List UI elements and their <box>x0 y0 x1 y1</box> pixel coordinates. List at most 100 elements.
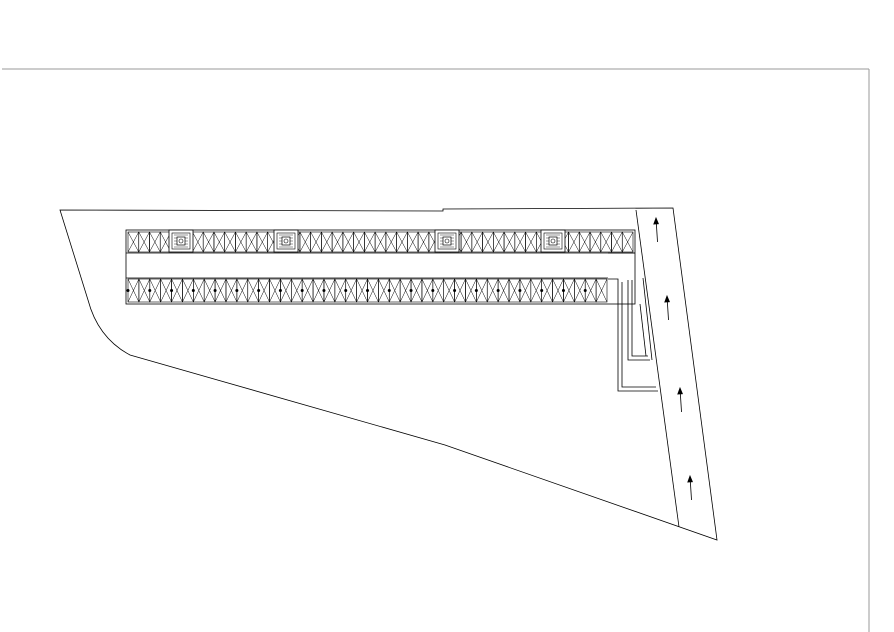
upper-row-space <box>600 231 612 253</box>
building-outline <box>125 229 636 305</box>
lower-row-space <box>182 278 194 303</box>
column-marker <box>322 288 326 292</box>
upper-row-space <box>321 231 333 253</box>
column-marker <box>148 288 152 292</box>
upper-row-space <box>342 231 354 253</box>
column-marker <box>431 288 435 292</box>
upper-row-space <box>310 231 322 253</box>
drawing-frame <box>2 68 870 632</box>
column-marker <box>235 288 239 292</box>
lower-row-space <box>454 278 466 303</box>
upper-row-space <box>374 231 387 253</box>
upper-row-space <box>385 231 397 253</box>
lower-row-space <box>378 278 390 303</box>
lower-row-space <box>225 278 238 303</box>
column-marker <box>453 288 457 292</box>
lower-row-space <box>247 278 259 303</box>
upper-row-space <box>514 231 526 253</box>
upper-row-space <box>245 231 258 253</box>
upper-row-space <box>331 231 344 253</box>
column-marker <box>191 288 195 292</box>
stair-core <box>540 229 566 253</box>
lower-row-space <box>519 278 532 303</box>
column-marker <box>257 288 261 292</box>
lower-row-space <box>432 278 445 303</box>
lower-row-space <box>127 278 140 303</box>
site-boundary-outline <box>59 207 718 541</box>
upper-row-space <box>482 231 494 253</box>
upper-row-space <box>213 231 226 253</box>
upper-row-space <box>353 231 365 253</box>
lower-row-space <box>345 278 357 303</box>
lower-row-space <box>465 278 477 303</box>
upper-row-space <box>611 231 623 253</box>
column-marker <box>496 288 500 292</box>
lower-row-space <box>356 278 368 303</box>
lower-row-space <box>552 278 564 303</box>
upper-row-space <box>589 231 602 253</box>
column-marker <box>540 288 544 292</box>
lower-row-space <box>563 278 575 303</box>
upper-row-space <box>202 231 215 253</box>
stair-core <box>273 229 299 253</box>
upper-row-space <box>235 231 247 253</box>
column-marker <box>170 288 174 292</box>
column-marker <box>409 288 413 292</box>
direction-arrow-icon <box>687 474 693 501</box>
site-boundary <box>59 207 718 541</box>
lower-row-space <box>323 278 336 303</box>
column-marker <box>518 288 522 292</box>
stair-core <box>434 229 460 253</box>
direction-arrow-icon <box>677 386 683 413</box>
lower-row-space <box>367 278 379 303</box>
lower-row-space <box>171 278 183 303</box>
road-inner-edge <box>635 209 680 528</box>
column-marker <box>344 288 348 292</box>
upper-row-space <box>471 231 483 253</box>
upper-row-space <box>568 231 580 253</box>
lower-row-space <box>334 278 347 303</box>
lower-row-space <box>421 278 434 303</box>
ramp-outer <box>608 278 658 392</box>
lower-row-space <box>138 278 151 303</box>
lower-row-space <box>258 278 270 303</box>
upper-row-space <box>364 231 376 253</box>
lower-row-space <box>203 278 216 303</box>
stair-cores <box>168 229 566 253</box>
lower-row-space <box>584 278 597 303</box>
road-arrows <box>653 216 693 501</box>
upper-row-space <box>149 231 161 253</box>
lower-row-space <box>595 278 608 303</box>
column-marker <box>213 288 217 292</box>
column-marker <box>387 288 391 292</box>
column-marker <box>126 288 130 292</box>
upper-row-space <box>299 231 311 253</box>
lower-row-space <box>236 278 249 303</box>
lower-row-space <box>388 278 401 303</box>
column-marker <box>474 288 478 292</box>
ramp-side <box>639 303 647 357</box>
lower-row-space <box>443 278 455 303</box>
column-marker <box>365 288 369 292</box>
column-marker <box>278 288 282 292</box>
lower-row-space <box>193 278 205 303</box>
ramp-lane-b <box>631 280 648 357</box>
lower-row-space <box>149 278 161 303</box>
lower-row-space <box>280 278 292 303</box>
lower-row-space <box>160 278 172 303</box>
lower-row-space <box>486 278 499 303</box>
lower-row-space <box>301 278 314 303</box>
upper-row-space <box>503 231 516 253</box>
parking-building <box>125 229 636 305</box>
stair-core <box>168 229 194 253</box>
upper-row-space <box>493 231 505 253</box>
upper-row-space <box>417 231 430 253</box>
column-marker <box>561 288 565 292</box>
lower-row-space <box>530 278 542 303</box>
lower-row-space <box>214 278 227 303</box>
ramp-lane-a <box>627 280 650 361</box>
upper-row-space <box>138 231 150 253</box>
lower-row-space <box>312 278 325 303</box>
upper-row-space <box>525 231 537 253</box>
